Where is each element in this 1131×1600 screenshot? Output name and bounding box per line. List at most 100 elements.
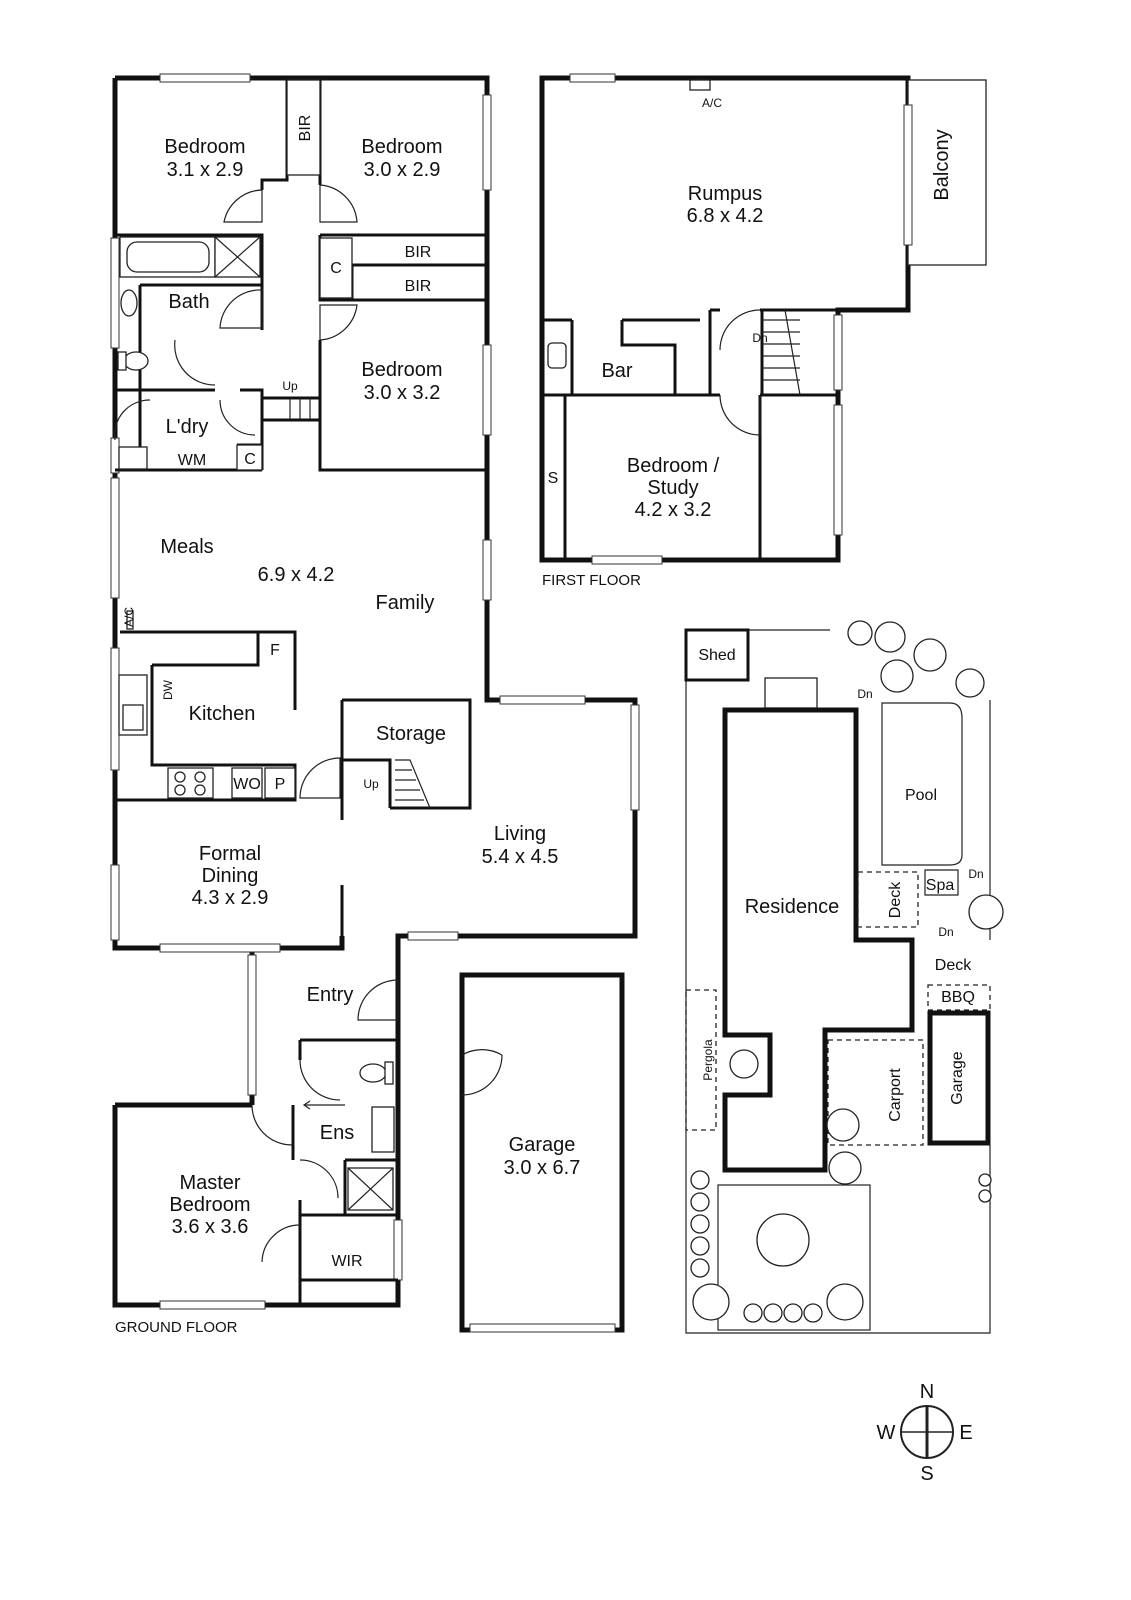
ac-unit [126, 610, 134, 630]
site-label: Spa [926, 877, 955, 894]
room-name: Bedroom [169, 1194, 250, 1216]
door-swing [251, 1104, 293, 1146]
dishwasher-label: DW [161, 679, 175, 700]
toilet-cistern [384, 1061, 394, 1085]
window [159, 1300, 266, 1310]
door-swing [223, 189, 263, 223]
room-name: Rumpus [688, 183, 762, 205]
door-swing [719, 394, 761, 436]
garage-door [469, 1323, 616, 1333]
door-swing [219, 289, 263, 329]
arrow-head [302, 1100, 311, 1110]
burner [194, 771, 206, 783]
washing-machine-label: WM [178, 452, 206, 469]
site-label: Garage [949, 1051, 966, 1104]
first-floor-outer-walls [539, 75, 911, 563]
compass: N S E W [877, 1381, 973, 1485]
door-swing [261, 1224, 301, 1263]
carport [827, 1039, 924, 1146]
ac-label: A/C [122, 607, 136, 627]
door-swing [219, 399, 256, 436]
ground-floor-outer-walls [112, 75, 638, 1308]
compass-east: E [959, 1422, 972, 1444]
room-name: WIR [331, 1253, 362, 1270]
room-name: Garage [509, 1134, 576, 1156]
room-name: Study [647, 477, 698, 499]
site-garage [927, 1010, 991, 1146]
room-name: Formal [199, 843, 261, 865]
floor-label: FIRST FLOOR [542, 572, 641, 589]
room-size: 3.6 x 3.6 [172, 1216, 249, 1238]
door-swing [461, 1054, 503, 1096]
window [247, 954, 257, 1096]
pool [881, 702, 963, 866]
stairs-up [395, 759, 431, 809]
window [569, 73, 616, 83]
window [591, 555, 663, 565]
door-swing [299, 757, 341, 799]
door-swing [719, 309, 761, 351]
window [499, 695, 586, 705]
room-name: Bath [168, 291, 209, 313]
cupboard-label: C [244, 451, 256, 468]
site-label: Pergola [701, 1039, 715, 1081]
window [482, 344, 492, 436]
window [407, 931, 459, 941]
laundry-trough [118, 446, 148, 470]
toilet-cistern [117, 351, 127, 371]
compass-north: N [920, 1381, 934, 1403]
stair-label: Dn [752, 331, 767, 345]
bir-label: BIR [297, 115, 314, 142]
floor-label: GROUND FLOOR [115, 1319, 238, 1336]
window [110, 864, 120, 941]
site-label: Residence [745, 896, 840, 918]
site-label: Deck [935, 957, 972, 974]
burner [174, 784, 186, 796]
room-size: 3.0 x 2.9 [364, 159, 441, 181]
room-size: 3.0 x 6.7 [504, 1157, 581, 1179]
window [159, 943, 281, 953]
room-name: Master [179, 1172, 240, 1194]
wall-oven [231, 767, 263, 799]
ac-label: A/C [702, 96, 722, 110]
room-name: Bedroom [164, 136, 245, 158]
room-name: Balcony [931, 129, 953, 200]
linen-cupboard [319, 237, 353, 299]
door-swing [174, 339, 216, 386]
toilet [123, 351, 149, 371]
room-size: 4.2 x 3.2 [635, 499, 712, 521]
door-swing [319, 184, 358, 223]
outbuilding [764, 677, 818, 709]
window [159, 73, 251, 83]
first-floor-interior-walls [542, 308, 838, 560]
bar-sink [547, 342, 567, 369]
burner [174, 771, 186, 783]
site-plan: Shed Dn Pool Spa Dn Deck Dn Residence De… [684, 620, 1004, 1334]
door-swing [319, 304, 358, 341]
ac-unit [689, 79, 711, 91]
window [110, 647, 120, 771]
kitchen-walls [115, 630, 297, 802]
door-swing [299, 1059, 341, 1101]
site-boundary [685, 629, 991, 1334]
door-swing [114, 399, 151, 441]
stair-label: Up [363, 777, 379, 791]
basin [371, 1106, 395, 1153]
cupboard [236, 444, 263, 471]
site-label: BBQ [941, 989, 975, 1006]
garden-bed [717, 1184, 871, 1331]
window [110, 437, 120, 474]
room-name: Bedroom [361, 136, 442, 158]
window [393, 1219, 403, 1281]
room-name: L'dry [166, 416, 209, 438]
ground-floor: Bedroom 3.1 x 2.9 Bedroom 3.0 x 2.9 BIR … [110, 73, 640, 1336]
room-name: Living [494, 823, 546, 845]
room-size: 6.8 x 4.2 [687, 205, 764, 227]
room-name: Meals [160, 536, 213, 558]
built-in-robe [286, 79, 321, 176]
window [903, 104, 913, 246]
wall-oven-label: WO [233, 776, 261, 793]
compass-west: W [877, 1422, 896, 1444]
room-name: Family [376, 592, 435, 614]
bbq-area [927, 984, 991, 1011]
